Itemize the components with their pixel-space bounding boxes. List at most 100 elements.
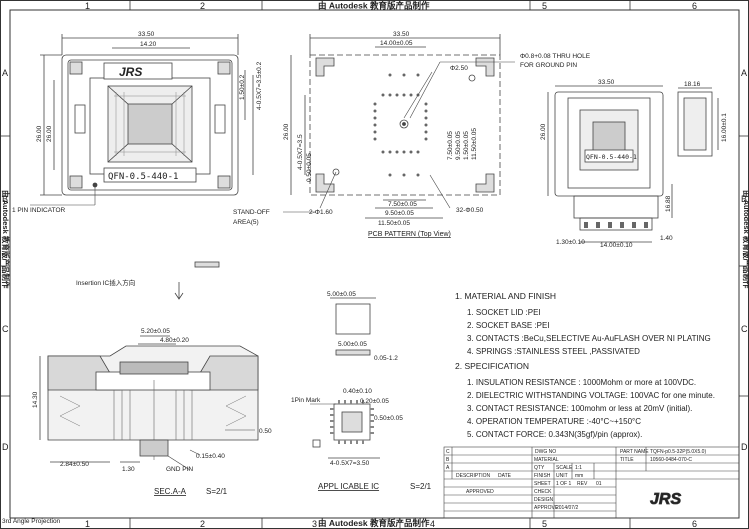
dim-text: 14.30: [32, 391, 39, 408]
dim-text: 2.84±0.50: [60, 461, 89, 468]
dim-text: 11.50±0.05: [378, 220, 410, 227]
dim-text: 26.00: [46, 125, 53, 142]
dim-text: 1.30±0.10: [556, 239, 585, 246]
material-line: 4. SPRINGS :STAINLESS STEEL ,PASSIVATED: [467, 347, 640, 356]
title-block: [443, 446, 740, 519]
dim-text: 7.50±0.05: [447, 131, 454, 160]
thru-hole-text: FOR GROUND PIN: [520, 62, 577, 69]
col-label: 5: [542, 1, 547, 11]
row-label: D: [741, 442, 748, 452]
dim-text: 0.50: [259, 428, 272, 435]
col-label: 6: [692, 519, 697, 529]
rev-letter: B: [446, 457, 450, 463]
section-scale: S=2/1: [206, 487, 228, 496]
dim-text: 0.40±0.10: [343, 388, 372, 395]
dim-text: 2-Φ1.60: [309, 209, 333, 216]
dim-text: 32-Φ0.50: [456, 207, 484, 214]
title-value: 10560-0484-070-C: [650, 457, 692, 463]
spec-line: 4. OPERATION TEMPERATURE :-40°C~+150°C: [467, 417, 641, 426]
row-label: A: [741, 68, 747, 78]
material-label: MATERIAL: [534, 457, 559, 463]
dim-text: 0.15±0.40: [196, 453, 225, 460]
dim-text: 5.00±0.05: [327, 291, 356, 298]
dim-text: 9.50±0.05: [385, 210, 414, 217]
section-a-a-view: [39, 335, 259, 471]
material-line: 2. SOCKET BASE :PEI: [467, 321, 550, 330]
pin-mark-label: 1Pin Mark: [291, 397, 321, 404]
dim-text: 0.20±0.05: [360, 398, 389, 405]
pcb-dims: 33.50 14.00±0.05 Φ2.50 26.00 4-0.5X7=3.5…: [233, 31, 591, 227]
scale-label: SCALE: [556, 465, 573, 471]
dim-text: 26.00: [36, 125, 43, 142]
dim-text: 0.05-1.2: [374, 355, 398, 362]
insertion-indicator: [174, 261, 220, 300]
dim-text: 14.20: [140, 41, 157, 48]
col-label: 5: [542, 519, 547, 529]
dim-text: Φ2.50: [450, 65, 468, 72]
right-view: [547, 85, 719, 243]
row-label: D: [2, 442, 9, 452]
sheet-value: 1 OF 1: [556, 481, 572, 487]
banner-left: 由 Autodesk 教育版产品制作: [1, 190, 11, 289]
dim-text: 14.00±0.10: [600, 242, 633, 249]
col-label: 6: [692, 1, 697, 11]
dim-text: 1.50±0.2: [239, 74, 246, 100]
dim-text: 16.00±0.1: [721, 113, 728, 142]
banner-bottom: 由 Autodesk 教育版产品制作: [318, 518, 430, 528]
spec-line: 2. DIELECTRIC WITHSTANDING VOLTAGE: 100V…: [467, 391, 715, 400]
spec-line: 5. CONTACT FORCE: 0.343N(35gf)/pin (appr…: [467, 430, 642, 439]
rev-letter: A: [446, 465, 450, 471]
pin-indicator-label: 1 PIN INDICATOR: [12, 207, 66, 214]
sheet-label: SHEET: [534, 481, 551, 487]
col-label: 4: [430, 519, 435, 529]
material-line: 3. CONTACTS :BeCu,SELECTIVE Au-AuFLASH O…: [467, 334, 711, 343]
dim-text: 1.40: [660, 235, 673, 242]
spec-heading: 2. SPECIFICATION: [455, 361, 529, 371]
unit-label: UNIT: [556, 473, 568, 479]
banner-right: 由 Autodesk 教育版产品制作: [742, 190, 749, 289]
dim-text: 11.50±0.05: [471, 128, 478, 160]
dim-text: 4-0.5X7=3.50: [330, 460, 370, 467]
projection-label: 3rd Angle Projection: [2, 518, 61, 525]
dim-text: 4.80±0.20: [160, 337, 189, 344]
dim-text: 9.50±0.05: [455, 131, 462, 160]
row-label: B: [2, 194, 8, 204]
dim-text: 1.50±0.05: [463, 131, 470, 160]
col-label: 1: [85, 519, 90, 529]
dim-text: 7.50±0.05: [388, 201, 417, 208]
appl-caption: APPL ICABLE IC: [318, 482, 379, 491]
dim-text: 26.00: [540, 123, 547, 140]
section-dims: 5.20±0.05 4.80±0.20 14.30 0.15±0.40 0.50…: [32, 328, 272, 473]
spec-line: 1. INSULATION RESISTANCE : 1000Mohm or m…: [467, 378, 696, 387]
dim-text: 33.50: [393, 31, 410, 38]
section-caption: SEC.A-A: [154, 487, 187, 496]
row-label: C: [741, 324, 748, 334]
col-label: 1: [85, 1, 90, 11]
banner-top: 由 Autodesk 教育版产品制作: [318, 1, 430, 11]
spec-line: 3. CONTACT RESISTANCE: 100mohm or less a…: [467, 404, 692, 413]
title-block-text: C B A DWG NO PART NAME TQFN-p0.5-32P(5.0…: [446, 449, 706, 511]
appl-scale: S=2/1: [410, 482, 432, 491]
row-label: A: [2, 68, 8, 78]
rev-label: REV: [577, 481, 588, 487]
col-label: 2: [200, 519, 205, 529]
dim-text: 16.88: [665, 195, 672, 212]
dwg-no-label: DWG NO: [535, 449, 556, 455]
dim-text: 0.50±0.05: [374, 415, 403, 422]
pcb-pattern-view: [283, 34, 515, 219]
standoff-text: AREA(5): [233, 219, 259, 226]
unit-value: mm: [575, 473, 583, 479]
material-heading: 1. MATERIAL AND FINISH: [455, 291, 556, 301]
insertion-label: Insertion IC插入方向: [76, 278, 135, 287]
notes-block: 1. MATERIAL AND FINISH 1. SOCKET LID :PE…: [455, 291, 715, 439]
right-view-dims: 33.50 18.16 26.00 16.00±0.1 16.88 1.30±0…: [540, 79, 728, 249]
pcb-pad-grid: [373, 73, 428, 177]
col-label: 2: [200, 1, 205, 11]
jrs-logo: JRS: [119, 65, 142, 79]
approved-label: APPROVED: [466, 489, 494, 495]
dim-text: 5.00±0.05: [338, 341, 367, 348]
part-name-value: TQFN-p0.5-32P(5.0X5.0): [650, 449, 706, 455]
